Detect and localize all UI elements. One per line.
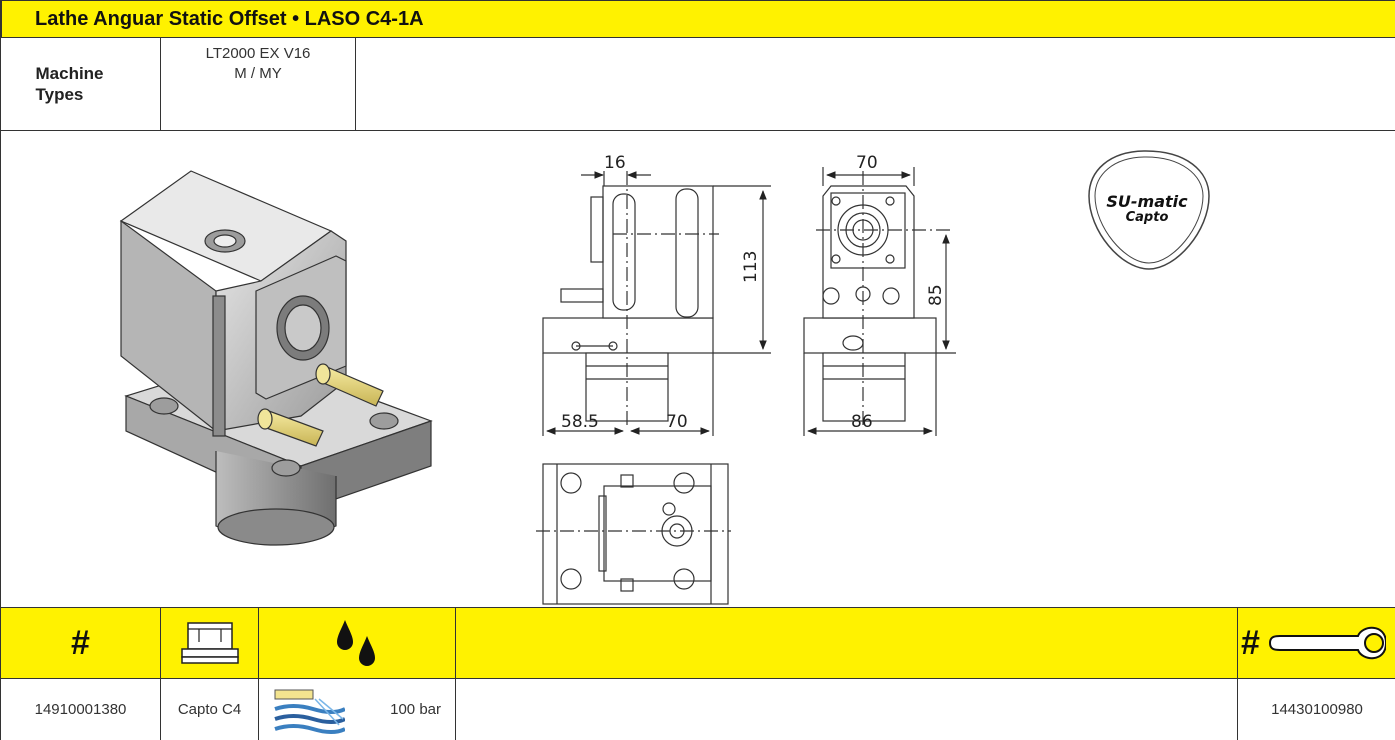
drawing-area: 16 113 58.5 70	[1, 131, 1395, 608]
dim-side-width: 16	[604, 153, 626, 173]
machine-type-line-1: LT2000 EX V16	[205, 45, 311, 62]
dim-left-depth: 58.5	[561, 412, 599, 432]
wrench-icon	[1268, 626, 1386, 660]
machine-type-line-2: M / MY	[234, 65, 282, 82]
header-wrench: #	[1238, 608, 1395, 678]
empty-cell	[456, 679, 1238, 740]
top-view-drawing	[536, 463, 731, 605]
page-title: Lathe Anguar Static Offset • LASO C4-1A	[35, 7, 424, 30]
tool-holder-3d-view	[119, 170, 433, 546]
clamping-cell: Capto C4	[161, 679, 259, 740]
dim-center-height: 85	[926, 284, 946, 306]
coolant-pressure: 100 bar	[390, 701, 441, 718]
machine-types-label: Machine Types	[1, 38, 161, 130]
coolant-flow-icon	[274, 689, 345, 734]
technical-drawing: 16 113 58.5 70	[119, 150, 1210, 605]
part-number-cell: 14910001380	[1, 679, 161, 740]
machine-types-row: Machine Types LT2000 EX V16 M / MY	[1, 38, 1395, 131]
su-matic-capto-logo: SU-matic Capto	[1088, 150, 1210, 270]
table-header-row: # #	[1, 607, 1395, 679]
machine-types-value: LT2000 EX V16 M / MY	[161, 38, 356, 130]
dim-front-top: 70	[856, 153, 878, 173]
collet-icon	[180, 622, 239, 664]
dim-front-bottom: 86	[851, 412, 873, 432]
header-empty	[456, 608, 1238, 678]
coolant-drops-icon	[337, 620, 375, 666]
dim-right-depth: 70	[666, 412, 688, 432]
table-row: 14910001380 Capto C4 100 bar 14430100980	[1, 679, 1395, 740]
front-view-drawing	[803, 167, 956, 436]
side-view-drawing	[542, 171, 771, 436]
title-bar: Lathe Anguar Static Offset • LASO C4-1A	[1, 0, 1395, 38]
header-coolant	[259, 608, 456, 678]
svg-text:SU-matic: SU-matic	[1106, 192, 1188, 211]
wrench-number-cell: 14430100980	[1271, 701, 1363, 718]
header-collet	[161, 608, 259, 678]
header-part-number: #	[1, 608, 161, 678]
svg-text:Capto: Capto	[1126, 210, 1169, 225]
dim-height: 113	[741, 251, 761, 283]
coolant-cell: 100 bar	[259, 679, 456, 740]
